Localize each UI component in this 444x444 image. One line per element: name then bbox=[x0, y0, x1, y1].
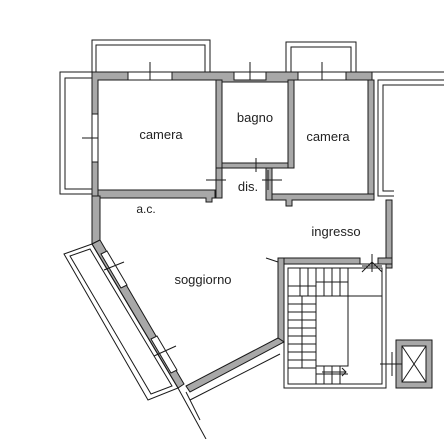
label-ingresso: ingresso bbox=[311, 224, 360, 239]
balcony-top-left-inner bbox=[95, 44, 206, 72]
door-ingresso-swing bbox=[361, 261, 383, 273]
balcony-angled-inner bbox=[69, 248, 173, 395]
wall-bagno-camera bbox=[287, 79, 295, 169]
wall-below-camera-left bbox=[97, 189, 216, 203]
wall-stair-left bbox=[277, 257, 285, 343]
label-camera-right: camera bbox=[306, 129, 350, 144]
balcony-top-left bbox=[91, 39, 211, 72]
elevator bbox=[380, 339, 433, 389]
door-marks bbox=[206, 158, 383, 273]
exterior-lines bbox=[177, 353, 281, 440]
wall-ingresso-right bbox=[385, 199, 393, 269]
angled-balcony bbox=[63, 243, 179, 401]
wall-living-diagonal bbox=[185, 337, 285, 393]
exterior-line-1 bbox=[177, 387, 207, 440]
window-soggiorno-2-mark bbox=[153, 345, 177, 357]
exterior-line-3 bbox=[189, 353, 281, 401]
stair-turn-steps bbox=[288, 268, 316, 296]
elevator-cross-2 bbox=[401, 345, 427, 383]
balcony-left bbox=[59, 71, 96, 195]
label-bagno: bagno bbox=[237, 110, 273, 125]
stair-bottom-steps bbox=[315, 366, 348, 384]
neighbour-wall bbox=[377, 79, 444, 197]
windows-angled bbox=[100, 250, 178, 374]
stair-left-steps bbox=[288, 295, 316, 369]
neighbour-wall-inner bbox=[382, 84, 444, 192]
window-soggiorno-1 bbox=[100, 250, 128, 289]
label-camera-left: camera bbox=[139, 127, 183, 142]
wall-camera-bagno bbox=[215, 79, 223, 173]
door-soggiorno-mark bbox=[265, 257, 279, 263]
wall-dis-right bbox=[265, 167, 273, 201]
wall-living-left bbox=[91, 195, 101, 245]
label-armadio: a.c. bbox=[136, 202, 155, 216]
wall-ingresso-bottom bbox=[281, 257, 361, 265]
stair-top-steps bbox=[315, 268, 349, 296]
windows bbox=[82, 62, 347, 163]
stairwell-outline bbox=[283, 263, 387, 389]
label-soggiorno: soggiorno bbox=[174, 272, 231, 287]
wall-dis-left bbox=[215, 167, 223, 199]
wall-below-bagno bbox=[221, 162, 289, 169]
window-soggiorno-1-mark bbox=[103, 261, 125, 271]
balcony-left-inner bbox=[64, 77, 96, 190]
stairwell-inner bbox=[287, 267, 383, 385]
wall-below-camera-right bbox=[271, 193, 375, 207]
wall-right-bedroom bbox=[367, 79, 375, 201]
balcony-top-right-inner bbox=[290, 46, 352, 72]
wall-landing-right bbox=[377, 257, 393, 265]
balconies bbox=[59, 39, 444, 197]
stair-core bbox=[315, 295, 349, 367]
balcony-angled-outer bbox=[63, 243, 179, 401]
label-disimpegno: dis. bbox=[238, 179, 258, 194]
window-soggiorno-2 bbox=[150, 335, 178, 374]
stairwell bbox=[283, 263, 387, 389]
stair-arrowhead bbox=[341, 367, 347, 377]
balcony-top-right bbox=[285, 41, 357, 72]
exterior-line-2 bbox=[185, 391, 201, 421]
